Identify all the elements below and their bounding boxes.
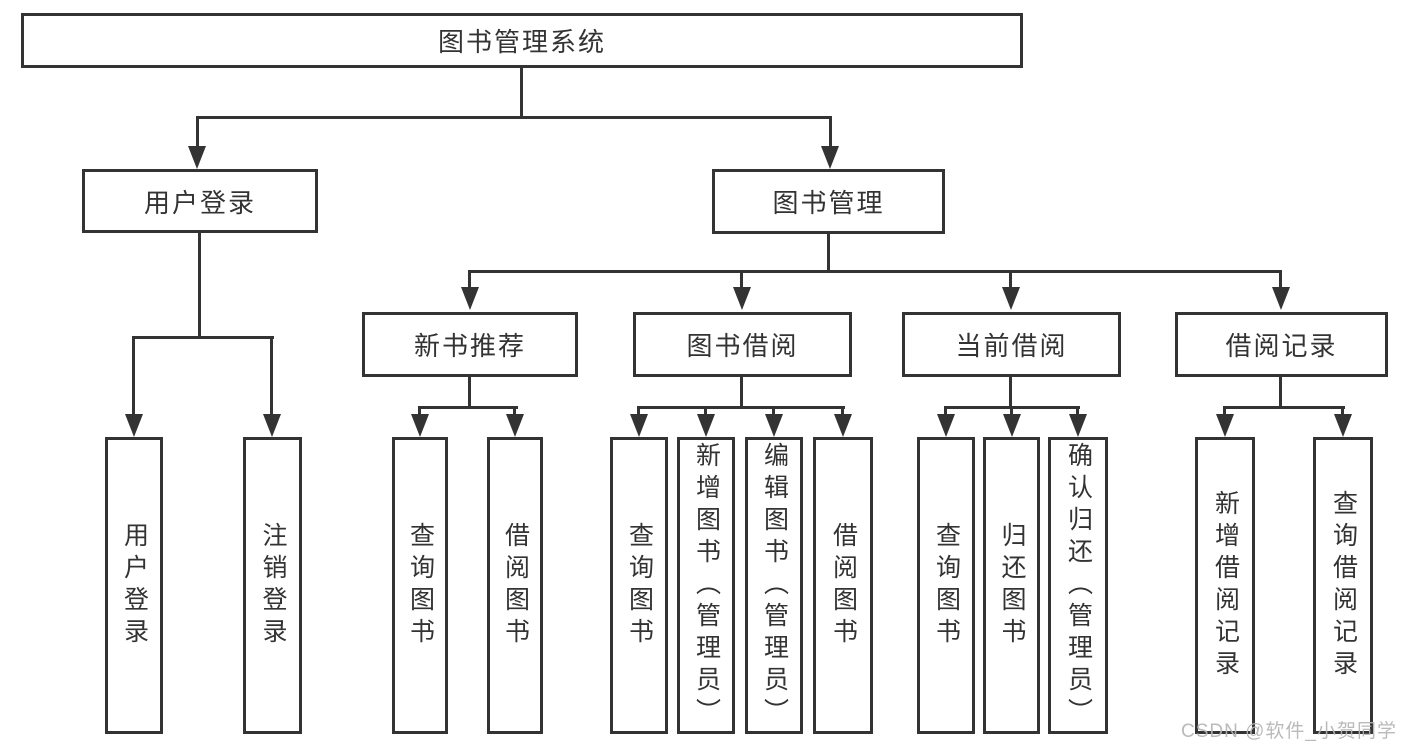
node-label: 图书管理系统 bbox=[437, 27, 606, 57]
connector-line bbox=[198, 233, 201, 338]
connector-line bbox=[468, 270, 471, 290]
connector-line bbox=[740, 377, 743, 408]
connector-line bbox=[270, 336, 273, 416]
connector-line bbox=[829, 116, 832, 148]
node-label: 编辑图书（管理员） bbox=[760, 441, 789, 730]
node-label: 查询图书 bbox=[406, 521, 435, 650]
node-label: 图书管理 bbox=[772, 188, 885, 218]
arrow-down-icon bbox=[1334, 414, 1352, 437]
connector-line bbox=[1076, 406, 1079, 416]
connector-line bbox=[196, 116, 832, 119]
node-leaf-return-books: 归还图书 bbox=[983, 437, 1040, 734]
node-leaf-logout: 注销登录 bbox=[243, 437, 302, 734]
connector-line bbox=[468, 377, 471, 408]
node-label: 新书推荐 bbox=[413, 331, 526, 361]
arrow-down-icon bbox=[733, 287, 751, 310]
connector-line bbox=[1279, 377, 1282, 408]
arrow-down-icon bbox=[765, 414, 783, 437]
connector-line bbox=[418, 406, 518, 409]
arrow-down-icon bbox=[630, 414, 648, 437]
node-label: 图书借阅 bbox=[686, 331, 799, 361]
connector-line bbox=[132, 336, 274, 339]
arrow-down-icon bbox=[697, 414, 715, 437]
connector-line bbox=[1341, 406, 1344, 416]
connector-line bbox=[1279, 270, 1282, 290]
connector-line bbox=[637, 406, 845, 409]
node-current-borrowing: 当前借阅 bbox=[902, 312, 1121, 377]
node-leaf-search-books-recommend: 查询图书 bbox=[392, 437, 448, 734]
node-label: 用户登录 bbox=[143, 187, 256, 218]
connector-line bbox=[1223, 406, 1226, 416]
connector-line bbox=[1010, 406, 1013, 416]
arrow-down-icon bbox=[125, 414, 143, 437]
node-book-management: 图书管理 bbox=[712, 169, 945, 234]
connector-line bbox=[196, 116, 199, 148]
arrow-down-icon bbox=[937, 414, 955, 437]
arrow-down-icon bbox=[263, 414, 281, 437]
node-label: 借阅图书 bbox=[501, 521, 530, 650]
connector-line bbox=[1223, 406, 1345, 409]
node-new-book-recommendation: 新书推荐 bbox=[362, 312, 578, 377]
arrow-down-icon bbox=[461, 287, 479, 310]
watermark: CSDN @软件_小贺同学 bbox=[1181, 721, 1397, 742]
connector-line bbox=[1009, 270, 1012, 290]
connector-line bbox=[418, 406, 421, 416]
connector-line bbox=[513, 406, 516, 416]
node-library-management-system: 图书管理系统 bbox=[21, 13, 1023, 68]
node-book-borrowing: 图书借阅 bbox=[633, 312, 852, 377]
node-label: 借阅图书 bbox=[829, 521, 858, 650]
node-label: 用户登录 bbox=[120, 521, 149, 650]
connector-line bbox=[520, 68, 523, 118]
node-leaf-search-borrow-record: 查询借阅记录 bbox=[1313, 437, 1373, 734]
node-leaf-search-books-borrowing: 查询图书 bbox=[610, 437, 668, 734]
node-label: 确认归还（管理员） bbox=[1064, 441, 1093, 730]
arrow-down-icon bbox=[506, 414, 524, 437]
connector-line bbox=[827, 234, 830, 272]
arrow-down-icon bbox=[1002, 287, 1020, 310]
node-label: 借阅记录 bbox=[1225, 331, 1338, 361]
node-leaf-user-login: 用户登录 bbox=[105, 437, 163, 734]
node-label: 当前借阅 bbox=[955, 331, 1068, 361]
connector-line bbox=[1009, 377, 1012, 408]
node-label: 归还图书 bbox=[998, 521, 1026, 650]
node-leaf-add-borrow-record: 新增借阅记录 bbox=[1195, 437, 1255, 734]
node-leaf-borrow-books-recommend: 借阅图书 bbox=[487, 437, 543, 734]
connector-line bbox=[740, 270, 743, 290]
node-leaf-confirm-return-admin: 确认归还（管理员） bbox=[1048, 437, 1108, 734]
arrow-down-icon bbox=[1272, 287, 1290, 310]
arrow-down-icon bbox=[821, 146, 839, 169]
connector-line bbox=[637, 406, 640, 416]
node-label: 查询图书 bbox=[932, 521, 961, 650]
connector-line bbox=[704, 406, 707, 416]
arrow-down-icon bbox=[1069, 414, 1087, 437]
node-label: 注销登录 bbox=[259, 521, 287, 650]
arrow-down-icon bbox=[834, 414, 852, 437]
arrow-down-icon bbox=[1216, 414, 1234, 437]
arrow-down-icon bbox=[1003, 414, 1021, 437]
connector-line bbox=[132, 336, 135, 416]
node-label: 新增借阅记录 bbox=[1211, 489, 1240, 682]
node-label: 查询图书 bbox=[625, 521, 654, 650]
arrow-down-icon bbox=[188, 146, 206, 169]
node-leaf-edit-books-admin: 编辑图书（管理员） bbox=[745, 437, 803, 734]
arrow-down-icon bbox=[411, 414, 429, 437]
node-leaf-search-books-current: 查询图书 bbox=[917, 437, 975, 734]
node-user-login: 用户登录 bbox=[82, 169, 318, 233]
node-leaf-borrow-books: 借阅图书 bbox=[813, 437, 873, 734]
node-label: 查询借阅记录 bbox=[1329, 489, 1358, 682]
node-leaf-add-books-admin: 新增图书（管理员） bbox=[677, 437, 735, 734]
node-label: 新增图书（管理员） bbox=[692, 441, 721, 730]
node-borrowing-records: 借阅记录 bbox=[1175, 312, 1388, 377]
connector-line bbox=[468, 270, 1282, 273]
connector-line bbox=[841, 406, 844, 416]
connector-line bbox=[772, 406, 775, 416]
connector-line bbox=[944, 406, 947, 416]
